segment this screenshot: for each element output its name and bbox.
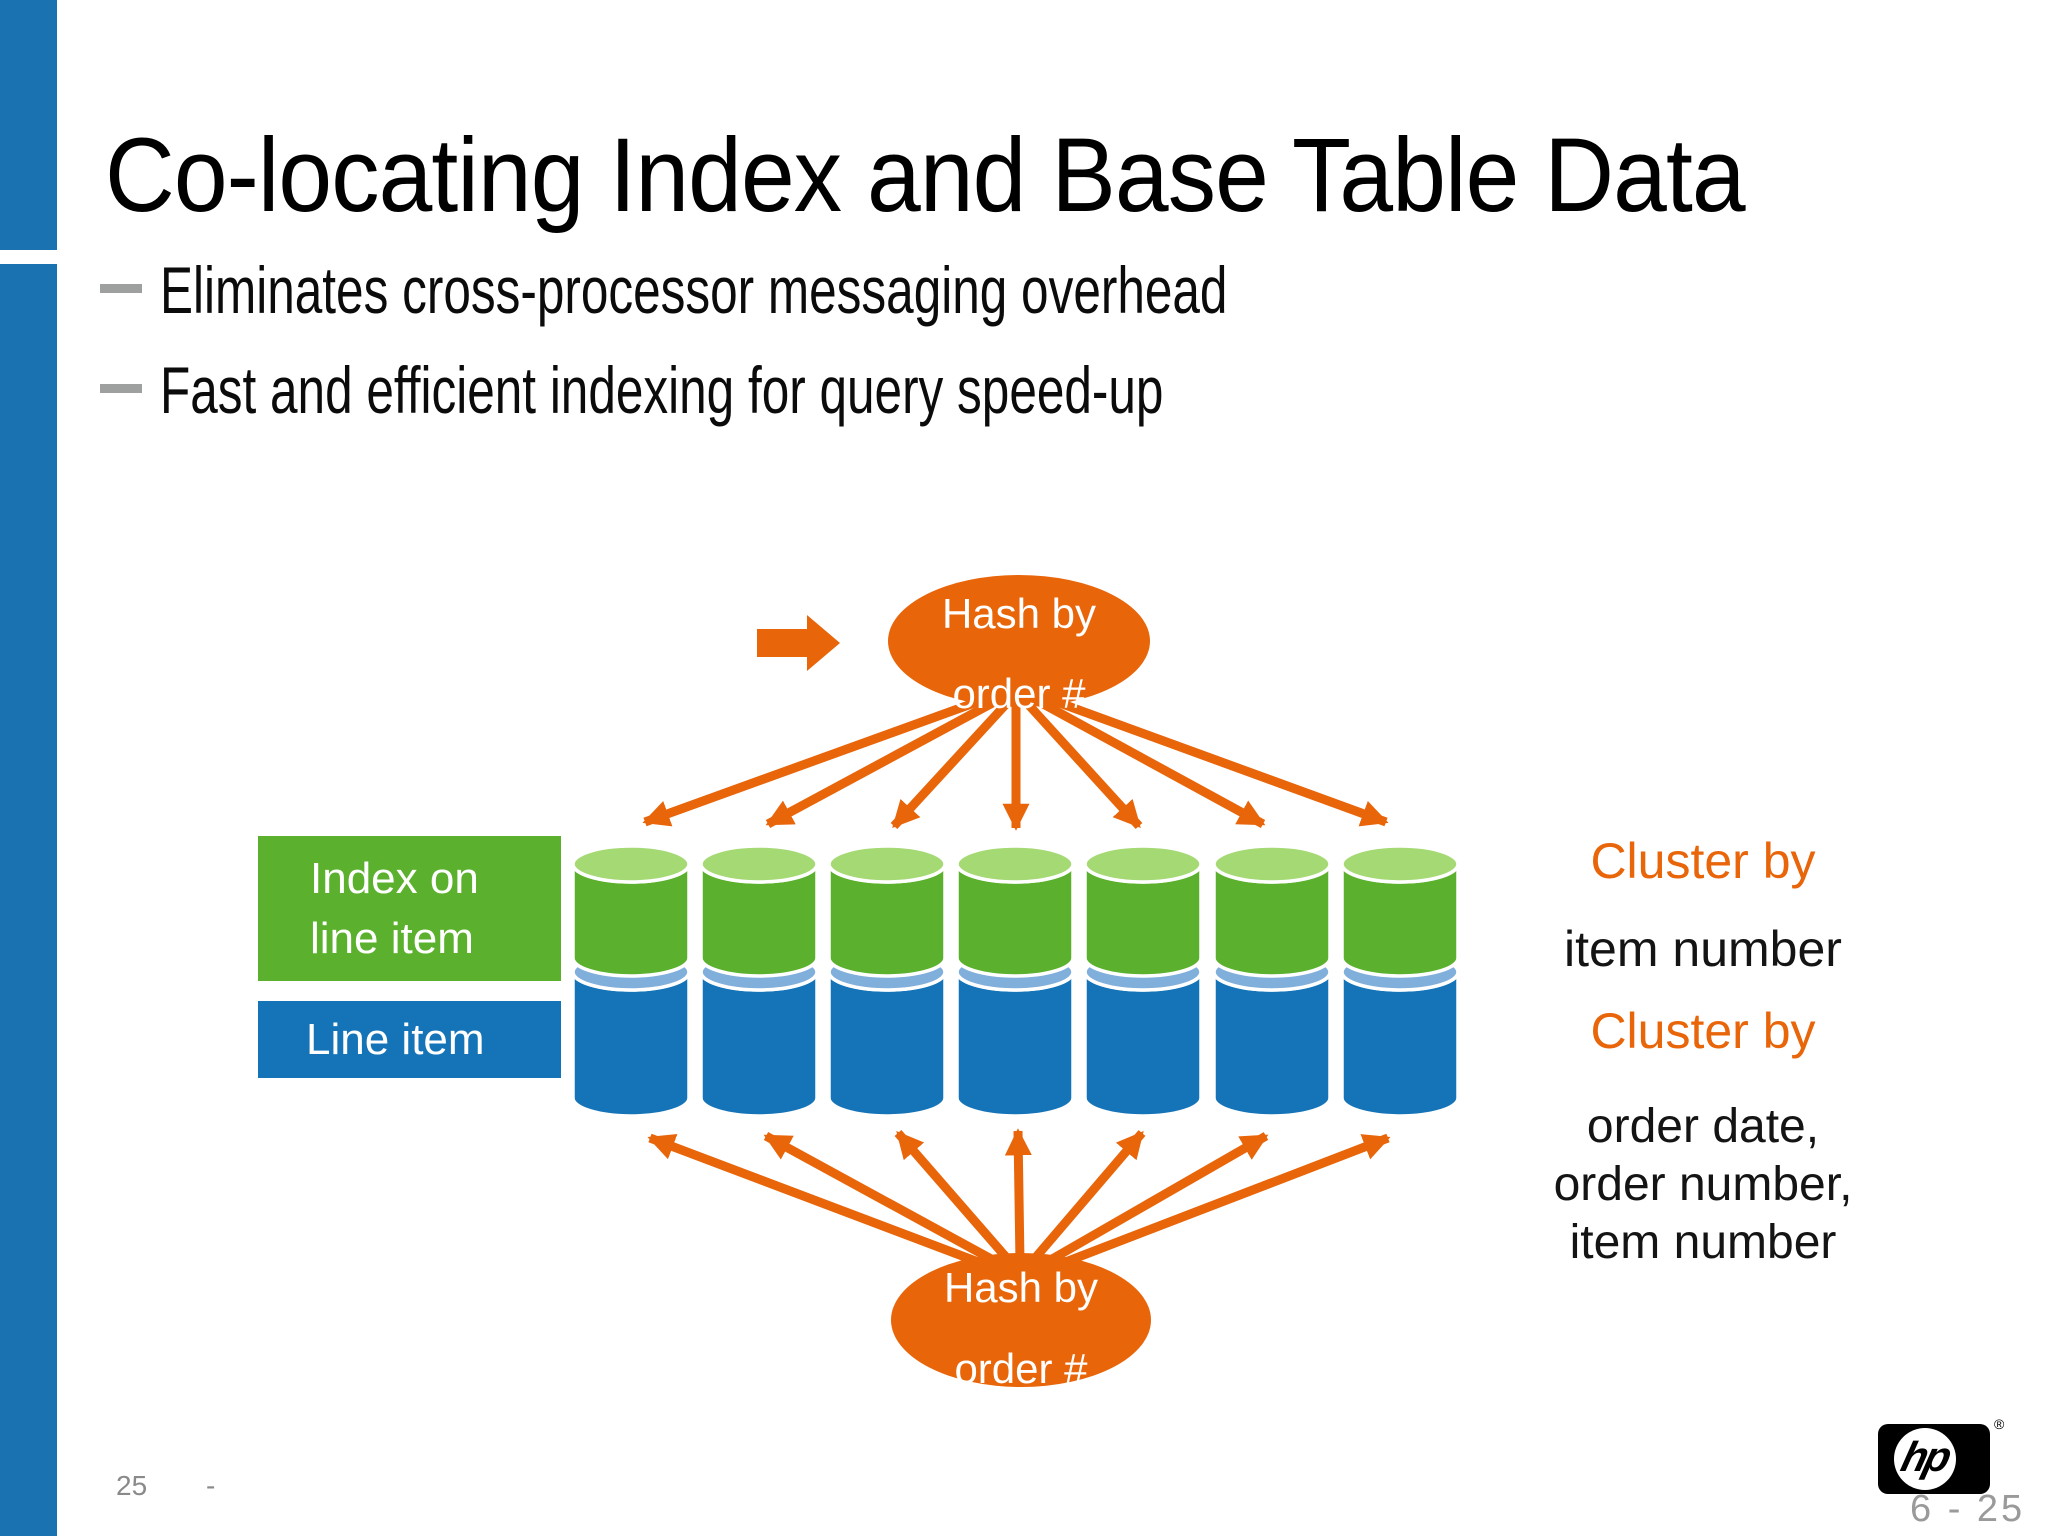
pointer-block-arrow-icon — [757, 615, 840, 671]
registered-trademark-icon: ® — [1994, 1416, 2005, 1432]
cluster-value-2-line1: order date, — [1586, 1100, 1820, 1153]
cluster-annotation: Cluster by item number Cluster by order … — [1538, 834, 1868, 1272]
dash-bullet-icon — [100, 284, 142, 293]
cylinder — [571, 844, 691, 1118]
page-number-separator: - — [206, 1470, 216, 1501]
left-accent-bar-top — [0, 0, 57, 250]
left-accent-bar-bottom — [0, 264, 57, 1536]
hash-bottom-line1: Hash by — [943, 1264, 1099, 1311]
bullet-item: Eliminates cross-processor messaging ove… — [100, 252, 1583, 328]
index-legend-line2: line item — [310, 913, 474, 963]
cluster-value-2-line3: item number — [1569, 1216, 1837, 1269]
cluster-value-2: order date, order number, item number — [1538, 1098, 1868, 1272]
cylinder — [955, 844, 1075, 1118]
hash-top-label: Hash by order # — [888, 588, 1150, 720]
cylinder — [699, 844, 819, 1118]
hash-top-ellipse — [888, 575, 1150, 707]
cylinder — [1083, 844, 1203, 1118]
dash-bullet-icon — [100, 384, 142, 393]
index-legend-box: Index on line item — [258, 836, 561, 981]
hp-logo-circle: hp — [1894, 1428, 1956, 1490]
line-item-legend-label: Line item — [306, 1014, 485, 1064]
hash-top-line1: Hash by — [941, 590, 1097, 637]
cluster-by-heading-2: Cluster by — [1590, 1003, 1816, 1059]
bottom-hash-fan-arrows — [647, 1128, 1391, 1273]
top-hash-fan-arrows — [642, 693, 1389, 831]
hp-logo: hp — [1878, 1424, 1990, 1494]
hp-logo-text: hp — [1897, 1433, 1955, 1480]
slide-title: Co-locating Index and Base Table Data — [105, 117, 1746, 234]
section-page-number: 6 - 25 — [1910, 1488, 2026, 1530]
bullet-text: Eliminates cross-processor messaging ove… — [160, 253, 1228, 327]
page-number: 25 — [116, 1470, 148, 1501]
hash-bottom-label: Hash by order # — [890, 1262, 1152, 1395]
cluster-by-heading-1: Cluster by — [1590, 833, 1816, 889]
index-legend-line1: Index on — [310, 853, 479, 903]
partition-cylinders — [571, 844, 1460, 1118]
cylinder — [1212, 844, 1332, 1118]
hash-bottom-line2: order # — [954, 1345, 1088, 1392]
cylinder — [827, 844, 947, 1118]
line-item-legend-box: Line item — [258, 1001, 561, 1078]
hash-bottom-ellipse — [891, 1253, 1151, 1387]
bullet-text: Fast and efficient indexing for query sp… — [160, 353, 1164, 427]
cylinder — [1340, 844, 1460, 1118]
bullet-item: Fast and efficient indexing for query sp… — [100, 352, 1498, 428]
cluster-value-2-line2: order number, — [1553, 1158, 1853, 1211]
hash-top-line2: order # — [952, 670, 1086, 717]
cluster-value-1: item number — [1564, 921, 1842, 977]
